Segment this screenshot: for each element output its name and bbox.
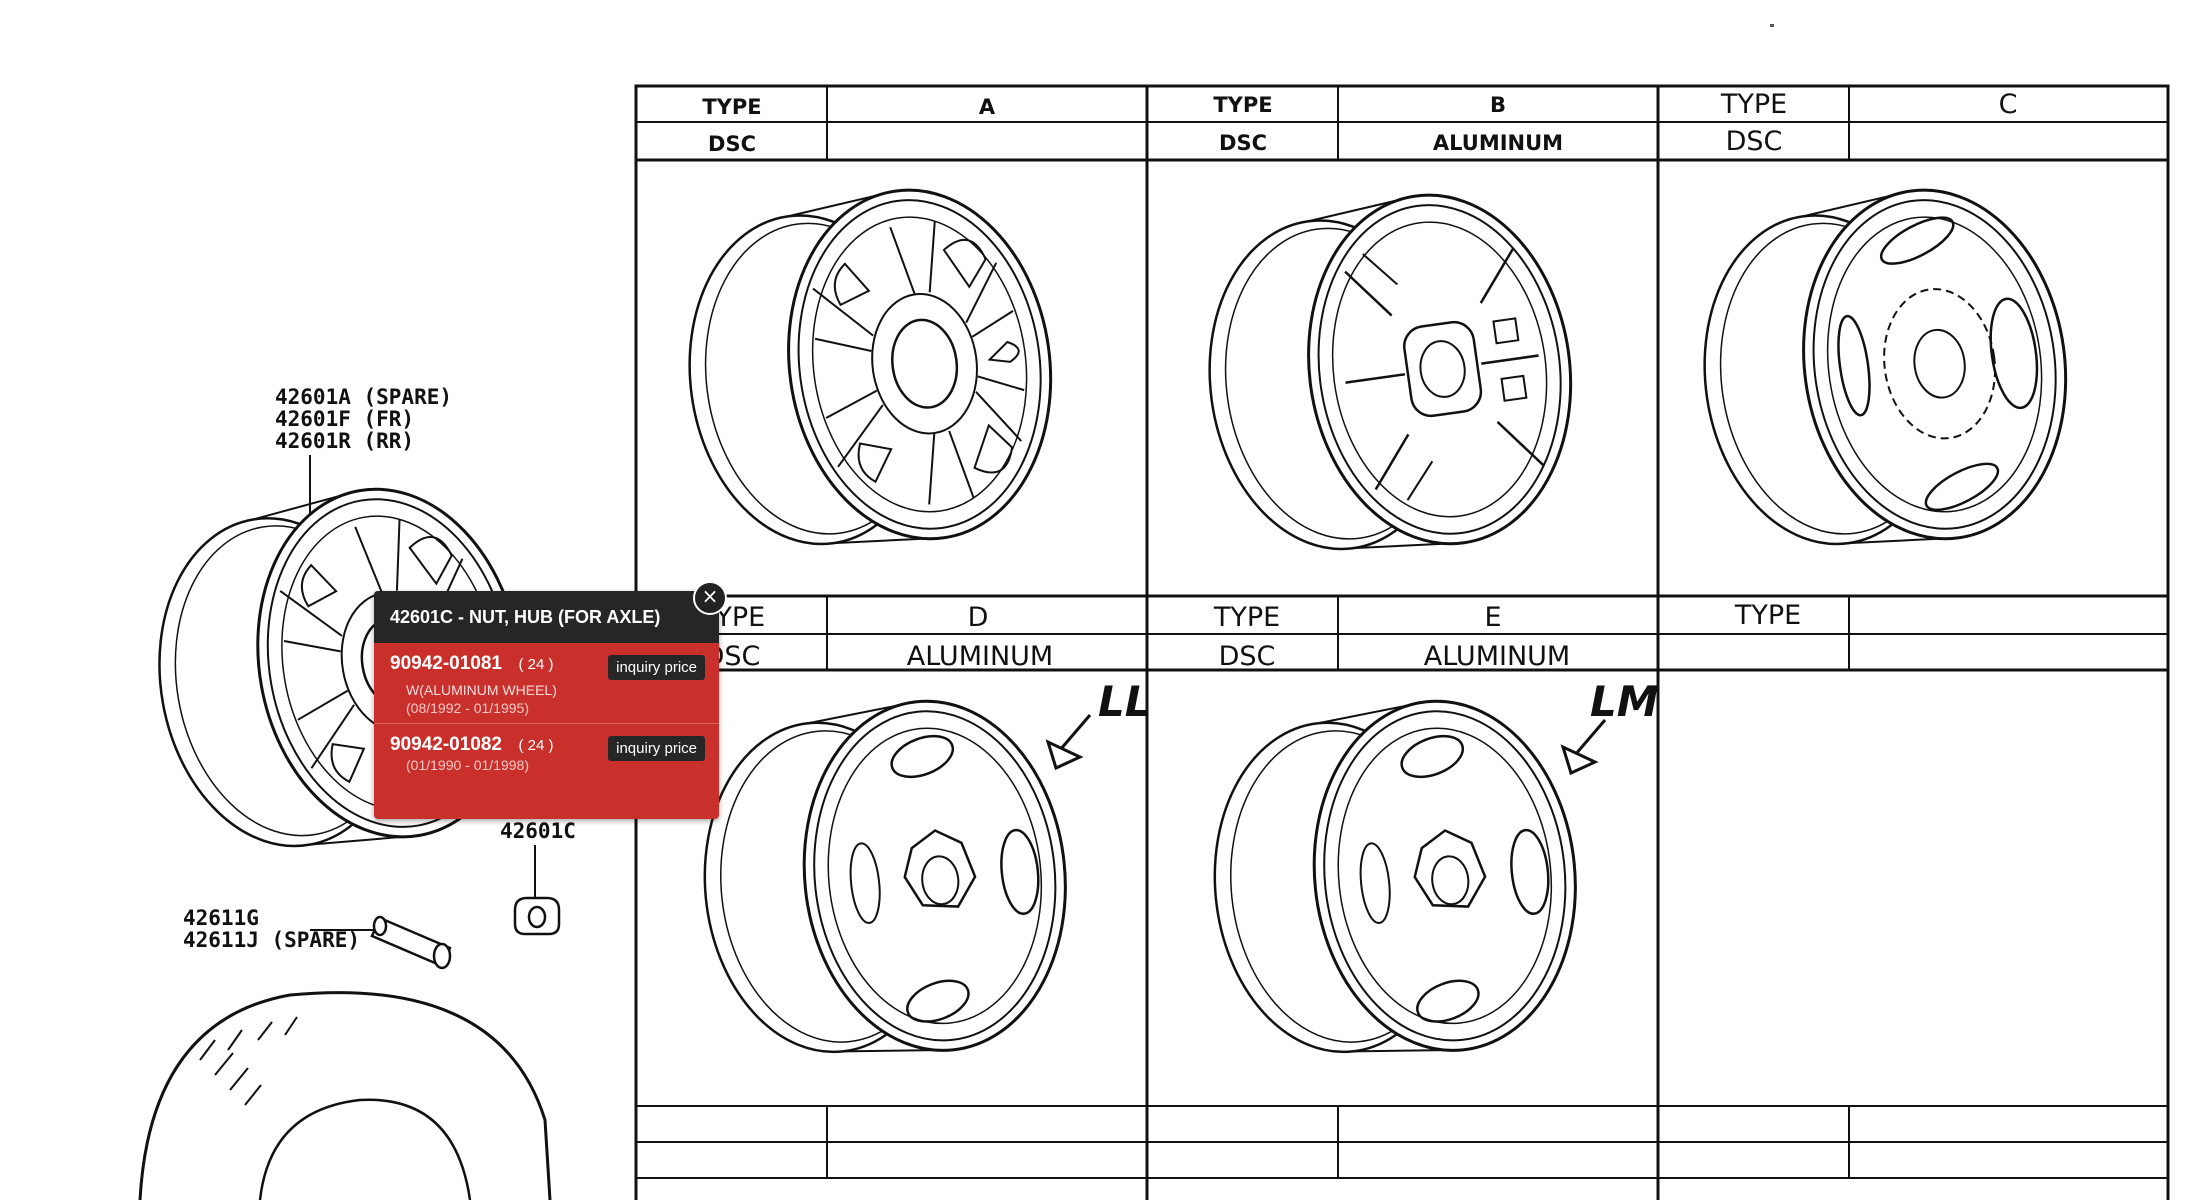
- type-label-f: TYPE: [1734, 600, 1801, 631]
- callout-valve-spare[interactable]: 42611J (SPARE): [183, 928, 360, 952]
- callout-wheel-rr[interactable]: 42601R (RR): [275, 429, 414, 453]
- inquiry-price-button[interactable]: inquiry price: [608, 736, 705, 761]
- type-label-a: TYPE: [702, 95, 761, 119]
- dsc-label-b: DSC: [1219, 131, 1267, 155]
- hub-nut-drawing[interactable]: [513, 896, 561, 936]
- part-note: W(ALUMINUM WHEEL): [406, 682, 557, 698]
- part-number-link[interactable]: 90942-01082: [390, 734, 502, 755]
- inquiry-price-button[interactable]: inquiry price: [608, 655, 705, 680]
- dsc-label-a: DSC: [708, 132, 756, 156]
- callout-nut[interactable]: 42601C: [500, 819, 576, 843]
- part-qty: ( 24 ): [518, 656, 554, 673]
- wheel-type-c[interactable]: [1680, 171, 2090, 572]
- wheel-type-d[interactable]: [686, 686, 1084, 1076]
- page-dot: [1770, 24, 1774, 27]
- arrow-mark-e: [1560, 719, 1607, 776]
- dsc-label-e: DSC: [1219, 641, 1276, 672]
- part-row[interactable]: 90942-01081 ( 24 ) inquiry price W(ALUMI…: [374, 643, 719, 723]
- arrow-label-d: LL: [1098, 677, 1152, 726]
- part-date-range: (01/1990 - 01/1998): [406, 757, 529, 773]
- dsc-label-c: DSC: [1726, 126, 1783, 157]
- dsc-value-b: ALUMINUM: [1433, 131, 1563, 155]
- type-label-e: TYPE: [1213, 602, 1280, 633]
- callout-valve[interactable]: 42611G: [183, 906, 259, 930]
- close-icon[interactable]: ×: [693, 581, 727, 615]
- dsc-value-e: ALUMINUM: [1424, 641, 1570, 672]
- dsc-value-d: ALUMINUM: [907, 641, 1053, 672]
- valve-drawing[interactable]: [370, 915, 452, 970]
- popup-title: 42601C - NUT, HUB (FOR AXLE): [374, 591, 719, 643]
- type-value-c: C: [1999, 89, 2018, 120]
- part-popup: 42601C - NUT, HUB (FOR AXLE) × 90942-010…: [374, 581, 727, 819]
- type-value-a: A: [979, 95, 996, 119]
- part-qty: ( 24 ): [518, 737, 554, 754]
- callout-wheel-fr[interactable]: 42601F (FR): [275, 407, 414, 431]
- part-row[interactable]: 90942-01082 ( 24 ) inquiry price (01/199…: [374, 723, 719, 780]
- type-value-e: E: [1484, 602, 1501, 633]
- wheel-type-b[interactable]: [1185, 176, 1595, 577]
- type-value-d: D: [968, 602, 989, 633]
- part-date-range: (08/1992 - 01/1995): [406, 700, 529, 716]
- tire-drawing: [138, 991, 552, 1200]
- type-value-b: B: [1490, 93, 1506, 117]
- type-table: [634, 84, 2170, 1200]
- part-number-link[interactable]: 90942-01081: [390, 653, 502, 674]
- wheel-type-e[interactable]: [1196, 686, 1594, 1076]
- type-label-b: TYPE: [1213, 93, 1272, 117]
- arrow-mark-d: [1045, 714, 1092, 771]
- type-label-c: TYPE: [1720, 89, 1787, 120]
- callout-wheel-spare[interactable]: 42601A (SPARE): [275, 385, 452, 409]
- wheel-type-a[interactable]: [665, 171, 1075, 572]
- arrow-label-e: LM: [1590, 677, 1659, 726]
